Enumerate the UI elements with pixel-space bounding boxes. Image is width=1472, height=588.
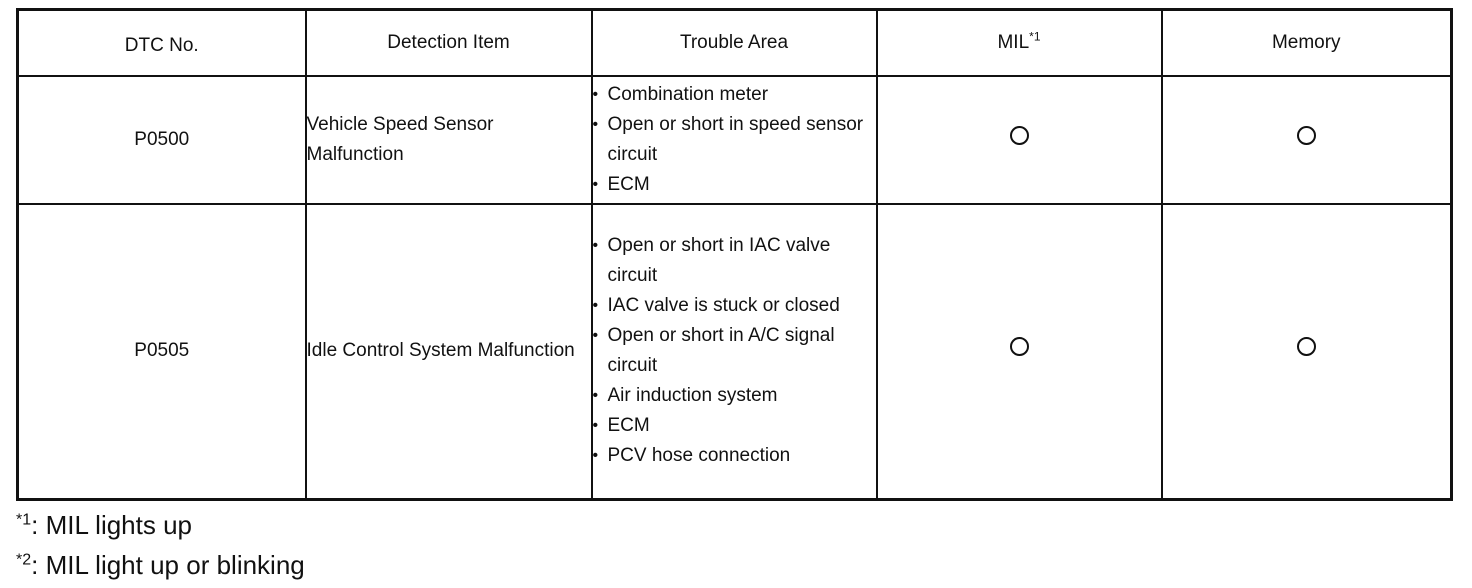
footnotes: *1: MIL lights up *2: MIL light up or bl… [16,505,305,585]
memory-cell [1160,202,1453,501]
footnote-1: *1: MIL lights up [16,505,305,545]
detection-item: Vehicle Speed Sensor Malfunction [304,74,593,205]
memory-cell [1160,74,1453,205]
header-row: DTC No. Detection Item Trouble Area MIL*… [16,8,1453,77]
trouble-area-item: Combination meter [593,80,876,110]
table-row: P0500 Vehicle Speed Sensor Malfunction C… [16,74,1453,205]
trouble-area-item: Open or short in IAC valve circuit [593,231,876,291]
trouble-area-list: Open or short in IAC valve circuit IAC v… [593,231,876,471]
header-detection-item: Detection Item [304,8,593,77]
detection-item: Idle Control System Malfunction [304,202,593,501]
trouble-area-item: Open or short in A/C signal circuit [593,321,876,381]
trouble-area: Open or short in IAC valve circuit IAC v… [590,202,878,501]
footnote-text: : MIL lights up [31,510,193,540]
mil-label: MIL [997,31,1030,53]
trouble-area-item: PCV hose connection [593,441,876,471]
table-row: P0505 Idle Control System Malfunction Op… [16,202,1453,501]
header-dtc-no: DTC No. [16,8,307,77]
header-mil: MIL*1 [875,8,1163,77]
mil-cell [875,202,1163,501]
header-memory: Memory [1160,8,1453,77]
open-circle-icon [1296,337,1316,357]
footnote-mark: *1 [16,511,32,529]
trouble-area: Combination meter Open or short in speed… [590,74,878,205]
open-circle-icon [1009,125,1029,145]
trouble-area-item: Air induction system [593,381,876,411]
mil-footnote-mark: *1 [1029,29,1041,44]
footnote-2: *2: MIL light up or blinking [16,545,305,585]
dtc-code: P0505 [16,202,307,501]
trouble-area-item: ECM [593,411,876,441]
open-circle-icon [1009,337,1029,357]
footnote-mark: *2 [16,551,32,569]
dtc-code: P0500 [16,74,307,205]
trouble-area-item: Open or short in speed sensor circuit [593,110,876,170]
dtc-table: DTC No. Detection Item Trouble Area MIL*… [16,8,1453,501]
header-trouble-area: Trouble Area [590,8,878,77]
mil-cell [875,74,1163,205]
trouble-area-item: ECM [593,170,876,200]
open-circle-icon [1296,125,1316,145]
trouble-area-list: Combination meter Open or short in speed… [593,80,876,200]
footnote-text: : MIL light up or blinking [31,550,305,580]
trouble-area-item: IAC valve is stuck or closed [593,291,876,321]
